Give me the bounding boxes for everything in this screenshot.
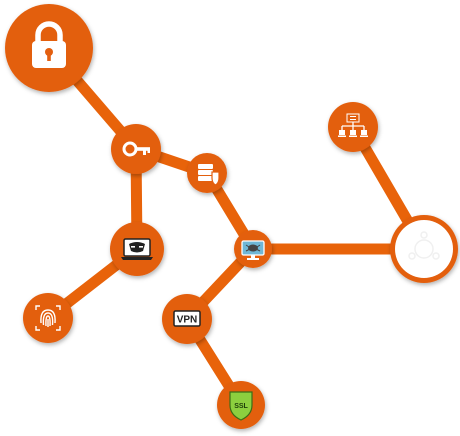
node-group: VPN SSL <box>5 4 458 429</box>
key-icon <box>122 141 150 157</box>
vpn-node: VPN <box>162 294 212 344</box>
server-node <box>187 153 227 193</box>
network-diagram-icon <box>338 113 368 137</box>
hacker-laptop-icon <box>121 238 153 260</box>
ssl-label: SSL <box>234 403 248 410</box>
ssl-shield-icon: SSL <box>229 391 253 421</box>
hub-ring-icon <box>408 231 440 260</box>
fingerprint-node <box>23 293 73 343</box>
hub-node <box>390 215 458 283</box>
vpn-label: VPN <box>177 315 198 326</box>
server-shield-icon <box>198 164 220 186</box>
key-node <box>111 124 161 174</box>
vpn-icon: VPN <box>173 310 201 327</box>
monitor-node <box>234 230 272 268</box>
ssl-node: SSL <box>217 381 265 429</box>
virus-monitor-icon <box>241 240 265 260</box>
network-node <box>328 102 378 152</box>
hacker-node <box>110 222 164 276</box>
fingerprint-icon <box>35 305 61 331</box>
lock-node <box>5 4 93 92</box>
padlock-icon <box>32 21 66 68</box>
connector-lines <box>42 42 430 411</box>
